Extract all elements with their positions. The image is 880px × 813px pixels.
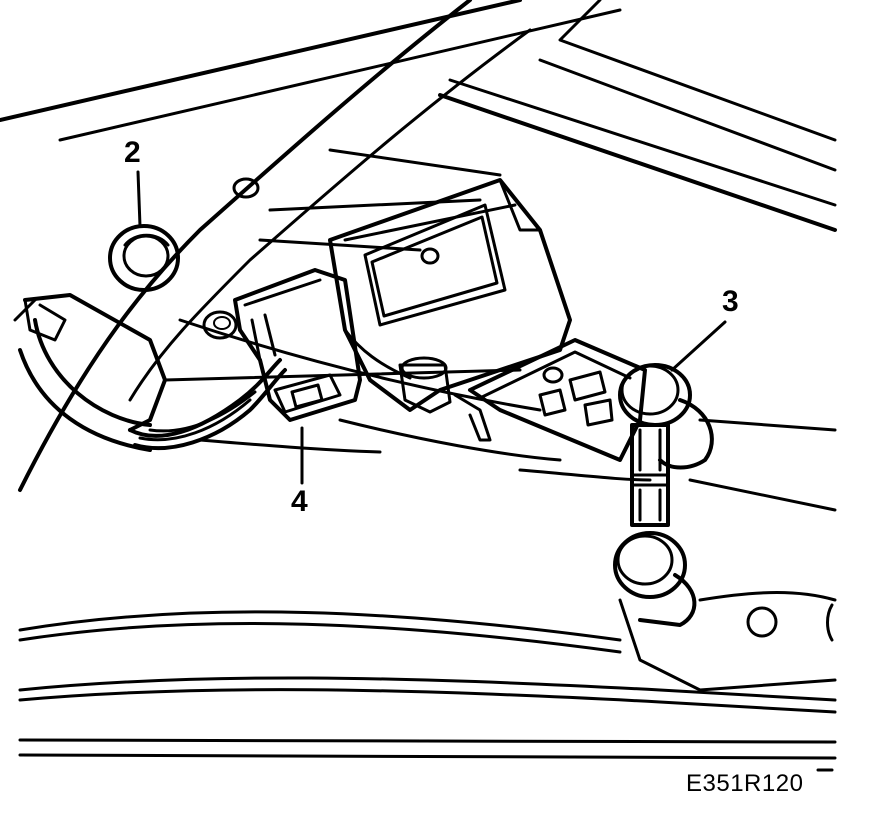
- wiring-harness: [13, 293, 287, 452]
- mounting-holes: [202, 177, 834, 642]
- connector: [233, 268, 362, 422]
- callout-2: 2: [124, 136, 141, 169]
- level-sensor-body: [328, 178, 572, 442]
- sensor-arm: [468, 338, 714, 627]
- drawing-code: E351R120: [686, 770, 804, 797]
- leader-lines: [136, 170, 834, 772]
- grommet-plug: [108, 224, 180, 292]
- callout-4: 4: [291, 485, 308, 518]
- callout-3: 3: [722, 285, 739, 318]
